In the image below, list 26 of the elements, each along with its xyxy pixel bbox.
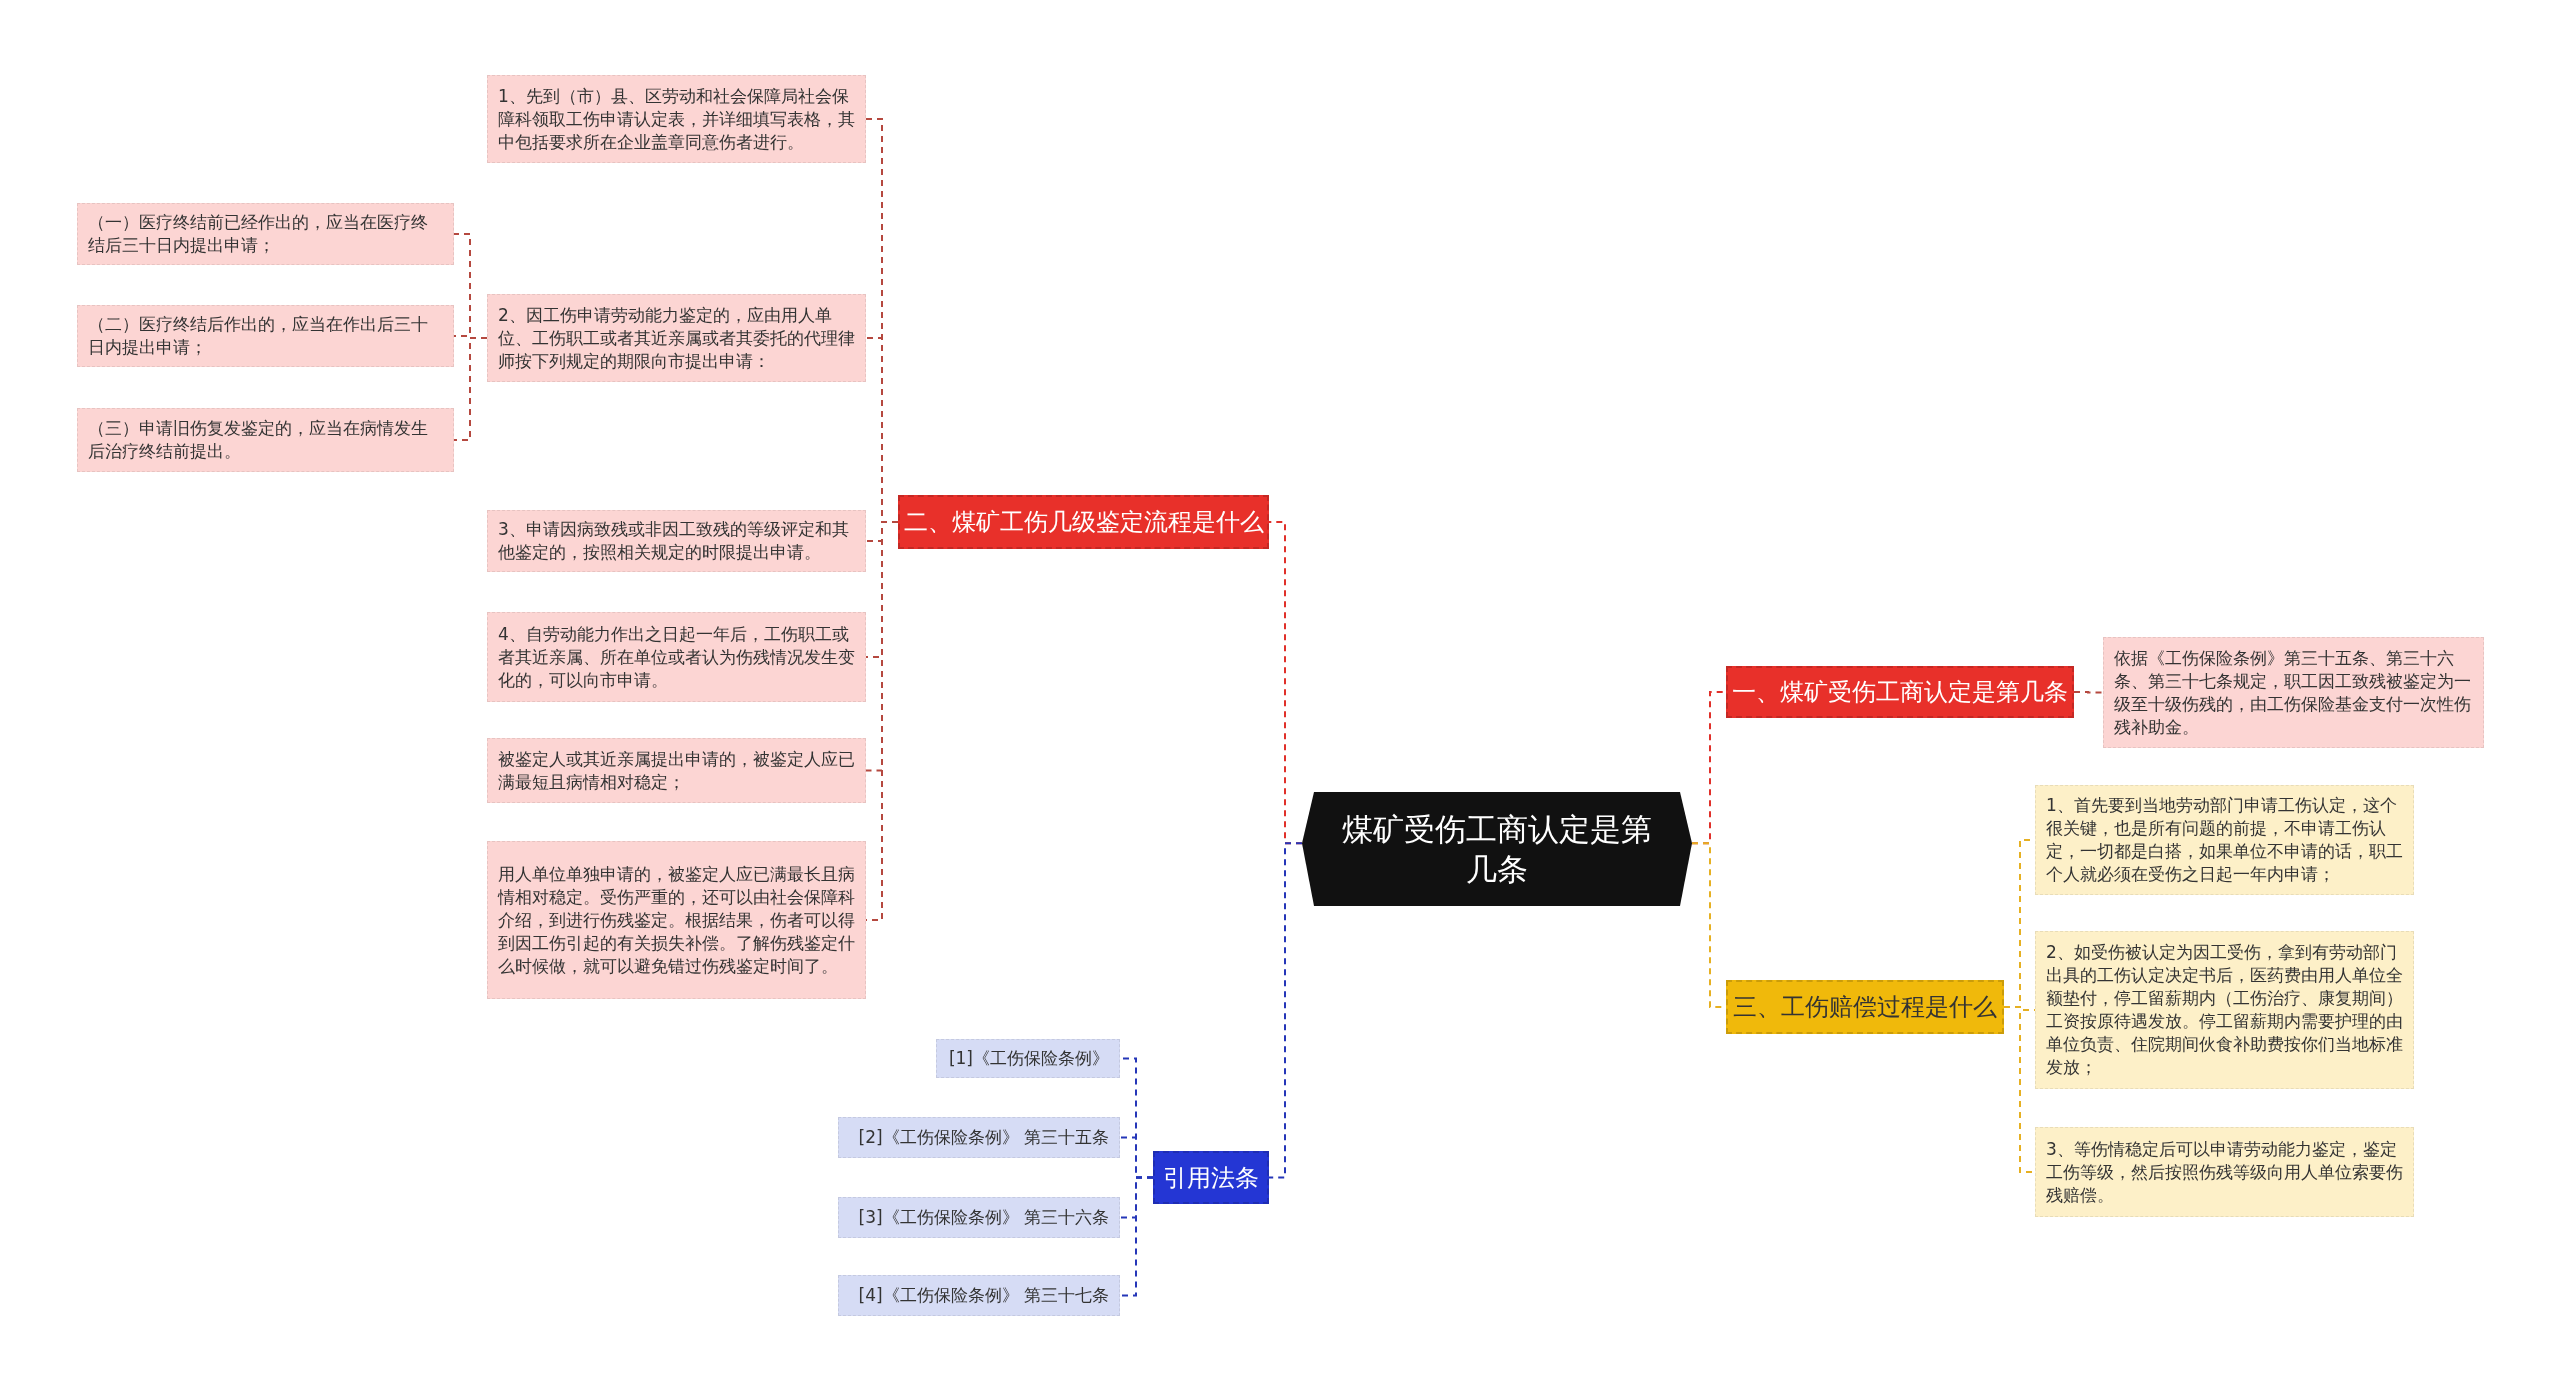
text-box: [2]《工伤保险条例》 第三十五条: [838, 1117, 1120, 1158]
topic-box: 二、煤矿工伤几级鉴定流程是什么: [898, 495, 1269, 549]
central-topic-hexagon: 煤矿受伤工商认定是第几条: [1302, 792, 1692, 906]
text-box: 3、申请因病致残或非因工致残的等级评定和其他鉴定的，按照相关规定的时限提出申请。: [487, 510, 866, 572]
text-box: 依据《工伤保险条例》第三十五条、第三十六条、第三十七条规定，职工因工致残被鉴定为一级至十级伤残的，由工伤保险基金支付一次性伤残补助金。: [2103, 637, 2484, 748]
text-box: [4]《工伤保险条例》 第三十七条: [838, 1275, 1120, 1316]
text-box: 3、等伤情稳定后可以申请劳动能力鉴定，鉴定工伤等级，然后按照伤残等级向用人单位索要伤残赔偿。: [2035, 1127, 2414, 1217]
connector-line: [1119, 1176, 1154, 1297]
text-box: 1、首先要到当地劳动部门申请工伤认定，这个很关键，也是所有问题的前提，不申请工伤认定，一切都是白搭，如果单位不申请的话，职工个人就必须在受伤之日起一年内申请；: [2035, 785, 2414, 895]
topic-box: 三、工伤赔偿过程是什么: [1726, 980, 2004, 1034]
text-box: 2、因工伤申请劳动能力鉴定的，应由用人单位、工伤职工或者其近亲属或者其委托的代理律师按下列规定的期限向市提出申请：: [487, 294, 866, 382]
connector-line: [2073, 691, 2104, 694]
text-box: [1]《工伤保险条例》: [936, 1039, 1120, 1078]
text-box: [3]《工伤保险条例》 第三十六条: [838, 1197, 1120, 1238]
connector-line: [453, 337, 488, 441]
text-box: （二）医疗终结后作出的，应当在作出后三十日内提出申请；: [77, 305, 454, 367]
text-box: 用人单位单独申请的，被鉴定人应已满最长且病情相对稳定。受伤严重的，还可以由社会保障科介绍，到进行伤残鉴定。根据结果，伤者可以得到因工伤引起的有关损失补偿。了解伤残鉴定什么时候做，就可以避免错过伤残鉴定时间了。: [487, 841, 866, 999]
topic-box: 引用法条: [1153, 1151, 1269, 1204]
text-box: 被鉴定人或其近亲属提出申请的，被鉴定人应已满最短且病情相对稳定；: [487, 738, 866, 803]
text-box: （三）申请旧伤复发鉴定的，应当在病情发生后治疗终结前提出。: [77, 408, 454, 472]
connector-line: [1268, 842, 1303, 1179]
text-box: 1、先到（市）县、区劳动和社会保障局社会保障科领取工伤申请认定表，并详细填写表格，其中包括要求所在企业盖章同意伤者进行。: [487, 75, 866, 163]
text-box: 4、自劳动能力作出之日起一年后，工伤职工或者其近亲属、所在单位或者认为伤残情况发生变化的，可以向市申请。: [487, 612, 866, 702]
topic-box: 一、煤矿受伤工商认定是第几条: [1726, 666, 2074, 718]
text-box: （一）医疗终结前已经作出的，应当在医疗终结后三十日内提出申请；: [77, 203, 454, 265]
text-box: 2、如受伤被认定为因工受伤，拿到有劳动部门出具的工伤认定决定书后，医药费由用人单位全额垫付，停工留薪期内（工伤治疗、康复期间）工资按原待遇发放。停工留薪期内需要护理的由单位负责、住院期间伙食补助费按你们当地标准发放；: [2035, 931, 2414, 1089]
